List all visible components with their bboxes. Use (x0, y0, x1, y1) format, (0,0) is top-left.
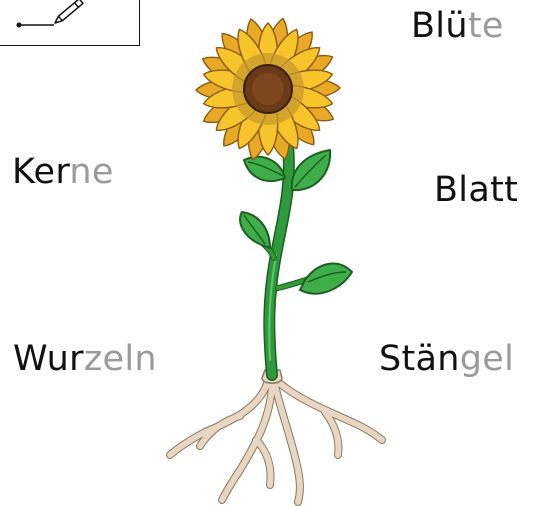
label-kerne-known: Ker (12, 152, 69, 192)
label-bluete: Blüte (411, 9, 504, 44)
label-blatt-known: Blatt (434, 170, 518, 210)
seed-center-inner (252, 73, 284, 105)
label-wurzeln-rest: zeln (84, 339, 157, 379)
label-wurzeln-known: Wur (13, 339, 84, 379)
leaf-right-low (300, 264, 352, 294)
label-wurzeln: Wurzeln (13, 342, 157, 377)
label-kerne-rest: ne (69, 152, 113, 192)
label-bluete-rest: te (468, 6, 504, 46)
leaf-upper-left (244, 157, 285, 181)
label-bluete-known: Blü (411, 6, 468, 46)
label-staengel-rest: gel (460, 339, 514, 379)
sunflower-head (196, 16, 340, 161)
label-kerne: Kerne (12, 155, 114, 190)
label-staengel-known: Stän (379, 339, 460, 379)
label-staengel: Stängel (379, 342, 514, 377)
roots (170, 370, 382, 502)
leaves (240, 150, 352, 294)
label-blatt: Blatt (434, 173, 518, 208)
